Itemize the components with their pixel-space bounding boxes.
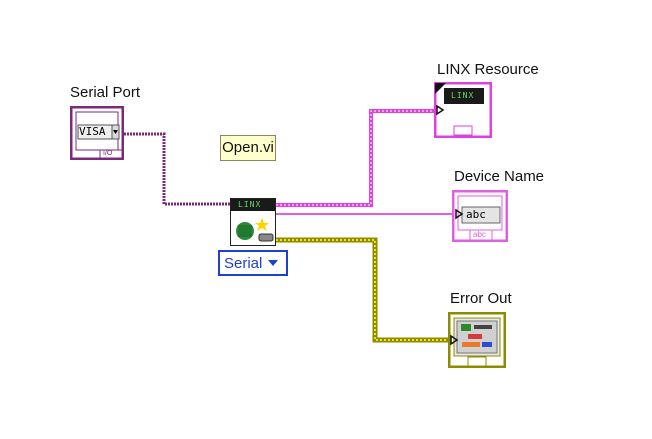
visa-wire[interactable] (124, 132, 232, 206)
serial-port-label: Serial Port (70, 84, 141, 101)
error-out-label: Error Out (450, 290, 512, 307)
device-name-sub: abc (473, 230, 486, 239)
code-icon (468, 334, 482, 339)
serial-connector-icon (258, 233, 274, 242)
error-out-indicator[interactable] (447, 311, 507, 369)
linx-resource-wire-core (276, 110, 436, 206)
source-icon (482, 342, 492, 347)
device-name-indicator[interactable]: abc abc (451, 189, 509, 243)
connection-type-value: Serial (224, 254, 263, 272)
linx-resource-indicator[interactable]: LINX (433, 81, 493, 139)
vi-name-label: Open.vi (220, 135, 276, 161)
status-icon (461, 324, 471, 331)
error-wire-core (276, 239, 452, 341)
device-name-value: abc (466, 208, 486, 221)
linx-icon-text: LINX (238, 200, 262, 209)
serial-port-io: I/O (103, 150, 113, 157)
device-name-label: Device Name (454, 168, 545, 185)
linx-resource-badge: LINX (451, 91, 475, 100)
serial-port-control[interactable]: VISA I/O (69, 105, 125, 161)
star-icon (255, 218, 269, 231)
connection-type-ring[interactable]: Serial (218, 250, 288, 276)
error-wire[interactable] (276, 237, 452, 343)
linx-open-vi-icon[interactable]: LINX (230, 198, 276, 246)
linx-resource-wire[interactable] (276, 109, 436, 207)
chevron-down-icon[interactable] (268, 260, 279, 266)
serial-port-value: VISA (79, 125, 106, 138)
linx-resource-label: LINX Resource (437, 61, 539, 78)
